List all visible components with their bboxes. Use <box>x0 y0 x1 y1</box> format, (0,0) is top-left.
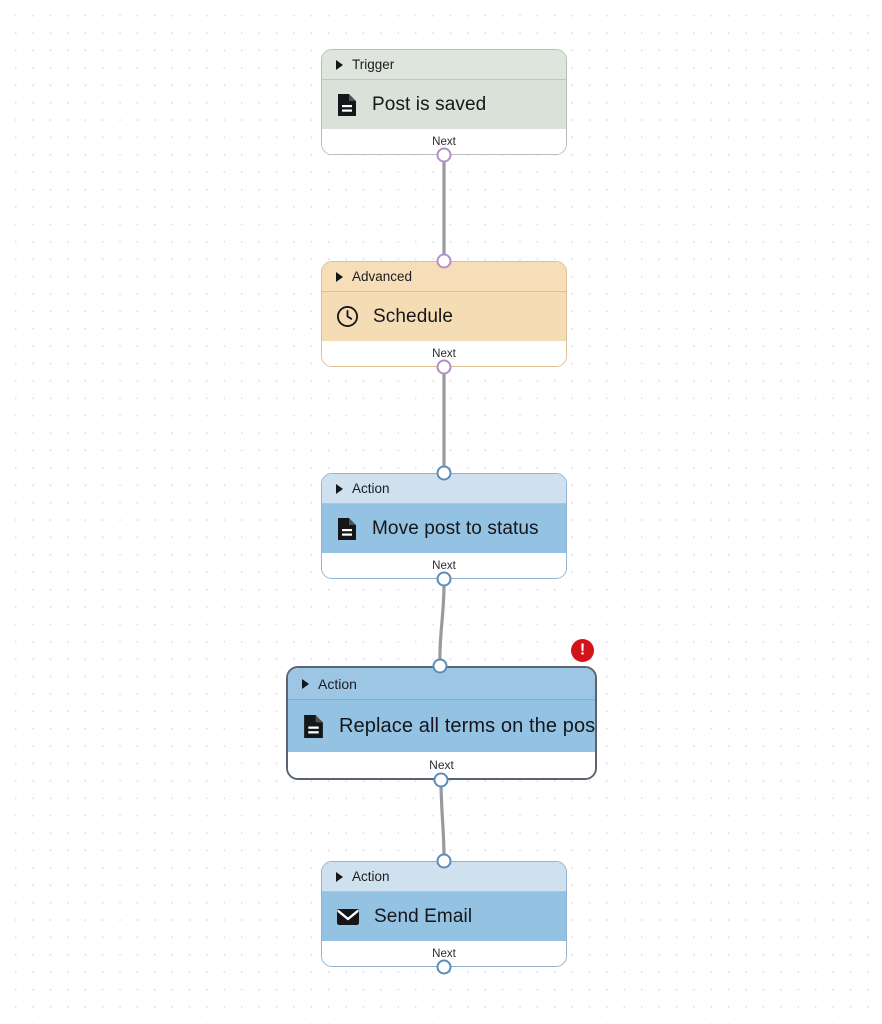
node-footer-label: Next <box>432 559 456 572</box>
node-frame: Action Move post to status Next <box>321 473 567 579</box>
node-body[interactable]: Move post to status <box>322 504 566 553</box>
node-frame: Trigger Post is saved Next <box>321 49 567 155</box>
node-header-label: Action <box>352 481 390 496</box>
node-footer-label: Next <box>432 135 456 148</box>
output-port[interactable] <box>436 571 452 587</box>
node-footer-label: Next <box>432 947 456 960</box>
edge-action2-to-send-email <box>439 778 446 859</box>
node-footer-label: Next <box>429 758 454 772</box>
node-body[interactable]: Schedule <box>322 292 566 341</box>
error-badge[interactable]: ! <box>571 639 594 662</box>
node-footer-next[interactable]: Next <box>322 941 566 966</box>
edge-action1-to-action2 <box>438 582 446 665</box>
input-port[interactable] <box>436 853 452 869</box>
clock-icon <box>337 306 358 327</box>
chevron-right-icon[interactable] <box>336 483 343 494</box>
chevron-right-icon[interactable] <box>302 678 309 689</box>
node-frame: Action Replace all terms on the post Nex… <box>286 666 597 780</box>
node-action-replace-all-terms-on-the-post[interactable]: Action Replace all terms on the post Nex… <box>286 658 597 788</box>
input-port[interactable] <box>436 465 452 481</box>
node-header-label: Advanced <box>352 269 413 284</box>
node-body[interactable]: Replace all terms on the post <box>288 700 595 752</box>
node-action-send-email[interactable]: Action Send Email Next <box>321 853 567 975</box>
chevron-right-icon[interactable] <box>336 271 343 282</box>
output-port[interactable] <box>433 772 449 788</box>
node-trigger-post-is-saved[interactable]: Trigger Post is saved Next <box>321 49 567 163</box>
node-header-label: Action <box>352 869 390 884</box>
output-port[interactable] <box>436 959 452 975</box>
node-title: Move post to status <box>372 517 539 539</box>
document-icon <box>304 714 323 738</box>
document-icon <box>338 517 356 540</box>
node-title: Replace all terms on the post <box>339 714 597 737</box>
node-body[interactable]: Send Email <box>322 892 566 941</box>
input-port[interactable] <box>432 658 448 674</box>
input-port[interactable] <box>436 253 452 269</box>
node-footer-label: Next <box>432 347 456 360</box>
node-title: Send Email <box>374 905 473 927</box>
node-header-label: Trigger <box>352 57 395 72</box>
node-action-move-post-to-status[interactable]: Action Move post to status Next <box>321 465 567 587</box>
chevron-right-icon[interactable] <box>336 59 343 70</box>
error-badge-symbol: ! <box>579 641 586 658</box>
document-icon <box>338 93 356 116</box>
node-header[interactable]: Trigger <box>322 50 566 80</box>
node-frame: Action Send Email Next <box>321 861 567 967</box>
node-title: Post is saved <box>372 93 487 115</box>
node-title: Schedule <box>373 305 454 327</box>
chevron-right-icon[interactable] <box>336 871 343 882</box>
node-advanced-schedule[interactable]: Advanced Schedule Next <box>321 253 567 375</box>
envelope-icon <box>337 908 359 925</box>
node-body[interactable]: Post is saved <box>322 80 566 129</box>
node-header-label: Action <box>318 675 357 692</box>
node-frame: Advanced Schedule Next <box>321 261 567 367</box>
output-port[interactable] <box>436 147 452 163</box>
output-port[interactable] <box>436 359 452 375</box>
